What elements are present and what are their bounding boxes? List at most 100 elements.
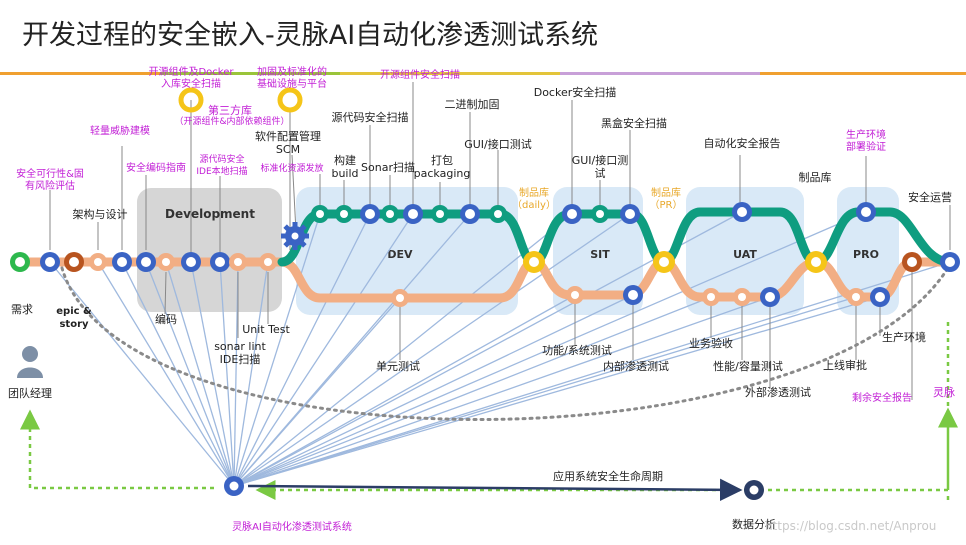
node-prod-env-core	[875, 292, 885, 302]
node-epic-story[interactable]	[64, 252, 84, 272]
node-internal-pentest-core	[628, 290, 638, 300]
label-auto-sec-report: 自动化安全报告	[704, 136, 781, 150]
label-unit-test-bottom: 单元测试	[376, 360, 420, 373]
node-third-party-lib[interactable]	[181, 252, 201, 272]
label-sec-ops: 安全运营	[908, 190, 952, 204]
node-external-pentest-core	[765, 292, 775, 302]
hub-fan-line	[165, 261, 235, 487]
node-binary-harden[interactable]	[460, 204, 480, 224]
hub-fan-line	[233, 296, 881, 487]
page-title: 开发过程的安全嵌入-灵脉AI自动化渗透测试系统	[22, 20, 598, 51]
hub-fan-line	[219, 261, 235, 487]
node-build-entry[interactable]	[311, 205, 329, 223]
hub-fan-line	[233, 261, 951, 487]
label-external-pentest: 外部渗透测试	[745, 385, 811, 399]
hub-fan-line	[233, 213, 631, 487]
node-feasibility-core	[45, 257, 55, 267]
label-coding-guide: 安全编码指南	[126, 161, 186, 174]
hub-node[interactable]	[224, 476, 244, 496]
node-feasibility[interactable]	[40, 252, 60, 272]
label-epic-story: epic &story	[56, 306, 92, 330]
node-source-scan[interactable]	[360, 204, 380, 224]
node-artifact-lib-core	[811, 257, 821, 267]
node-arch-design[interactable]	[89, 253, 107, 271]
label-std-release: 标准化资源发放	[260, 162, 323, 174]
label-artifact-daily: 制品库（daily）	[512, 186, 556, 211]
node-coding[interactable]	[157, 253, 175, 271]
label-biz-acceptance: 业务验收	[689, 336, 733, 350]
lifecycle-arrow	[247, 478, 743, 502]
annotation-lines	[49, 82, 951, 400]
node-biz-acceptance-core	[707, 293, 715, 301]
node-demand[interactable]	[10, 252, 30, 272]
node-unit-test-dev[interactable]	[391, 289, 409, 307]
node-build[interactable]	[335, 205, 353, 223]
node-artifact-lib[interactable]	[805, 251, 827, 273]
node-docker-scan[interactable]	[562, 204, 582, 224]
node-sonar-scan-core	[386, 210, 394, 218]
label-docker-scan: Docker安全扫描	[534, 85, 617, 99]
data-analysis-node[interactable]	[744, 480, 764, 500]
label-sonar-scan: Sonar扫描	[361, 160, 415, 174]
zone-uat-label: UAT	[733, 248, 757, 261]
label-arch-design: 架构与设计	[73, 207, 128, 221]
node-threat-model[interactable]	[112, 252, 132, 272]
node-source-scan-core	[365, 209, 375, 219]
label-perf-test: 性能/容量测试	[713, 359, 783, 373]
node-residual[interactable]	[902, 252, 922, 272]
node-perf-test[interactable]	[733, 288, 751, 306]
hub-fan-line	[233, 261, 239, 487]
node-artifact-daily[interactable]	[523, 251, 545, 273]
node-gui-api-dev[interactable]	[489, 205, 507, 223]
node-oss-scan[interactable]	[403, 204, 423, 224]
label-binary-harden: 二进制加固	[445, 98, 500, 111]
node-sonar-lint[interactable]	[229, 253, 247, 271]
node-blackbox-scan[interactable]	[620, 204, 640, 224]
node-gui-api-sit-core	[596, 210, 604, 218]
person-icon	[17, 346, 43, 378]
node-perf-test-core	[738, 293, 746, 301]
node-external-pentest[interactable]	[760, 287, 780, 307]
label-gui-api-test-sit: GUI/接口测试	[572, 154, 629, 180]
hub-fan-line	[233, 213, 321, 487]
zone-development-bg	[137, 188, 282, 312]
label-internal-pentest: 内部渗透测试	[603, 359, 669, 373]
node-internal-pentest[interactable]	[623, 285, 643, 305]
label-coding: 编码	[155, 312, 177, 326]
node-artifact-pr[interactable]	[653, 251, 675, 273]
label-prod-env: 生产环境	[882, 330, 926, 344]
label-artifact-lib: 制品库	[799, 171, 832, 184]
node-sec-ops[interactable]	[940, 252, 960, 272]
node-sonar-scan[interactable]	[381, 205, 399, 223]
node-oss-docker-pin[interactable]	[178, 87, 204, 113]
node-packaging-core	[436, 210, 444, 218]
gear-icon	[281, 222, 309, 250]
node-unit-test[interactable]	[259, 253, 277, 271]
node-ide-scan[interactable]	[210, 252, 230, 272]
node-auto-sec-report[interactable]	[732, 202, 752, 222]
hub-fan-line	[233, 294, 576, 487]
node-unit-test-dev-core	[396, 294, 404, 302]
label-hub-label: 灵脉AI自动化渗透测试系统	[232, 520, 352, 533]
hub-fan-line	[233, 213, 414, 487]
node-packaging[interactable]	[431, 205, 449, 223]
hub-fan-line	[233, 213, 573, 487]
node-gui-api-sit[interactable]	[591, 205, 609, 223]
node-release-approval[interactable]	[847, 288, 865, 306]
node-prod-verify[interactable]	[856, 202, 876, 222]
label-threat-model: 轻量威胁建模	[90, 124, 150, 137]
node-demand-core	[15, 257, 25, 267]
node-func-sys-test-core	[571, 291, 579, 299]
node-prod-env[interactable]	[870, 287, 890, 307]
hub-fan-line	[233, 296, 771, 487]
node-hardening-pin[interactable]	[277, 87, 303, 113]
node-biz-acceptance[interactable]	[702, 288, 720, 306]
node-coding-guide[interactable]	[136, 252, 156, 272]
node-func-sys-test[interactable]	[566, 286, 584, 304]
label-app-lifecycle: 应用系统安全生命周期	[553, 469, 663, 483]
